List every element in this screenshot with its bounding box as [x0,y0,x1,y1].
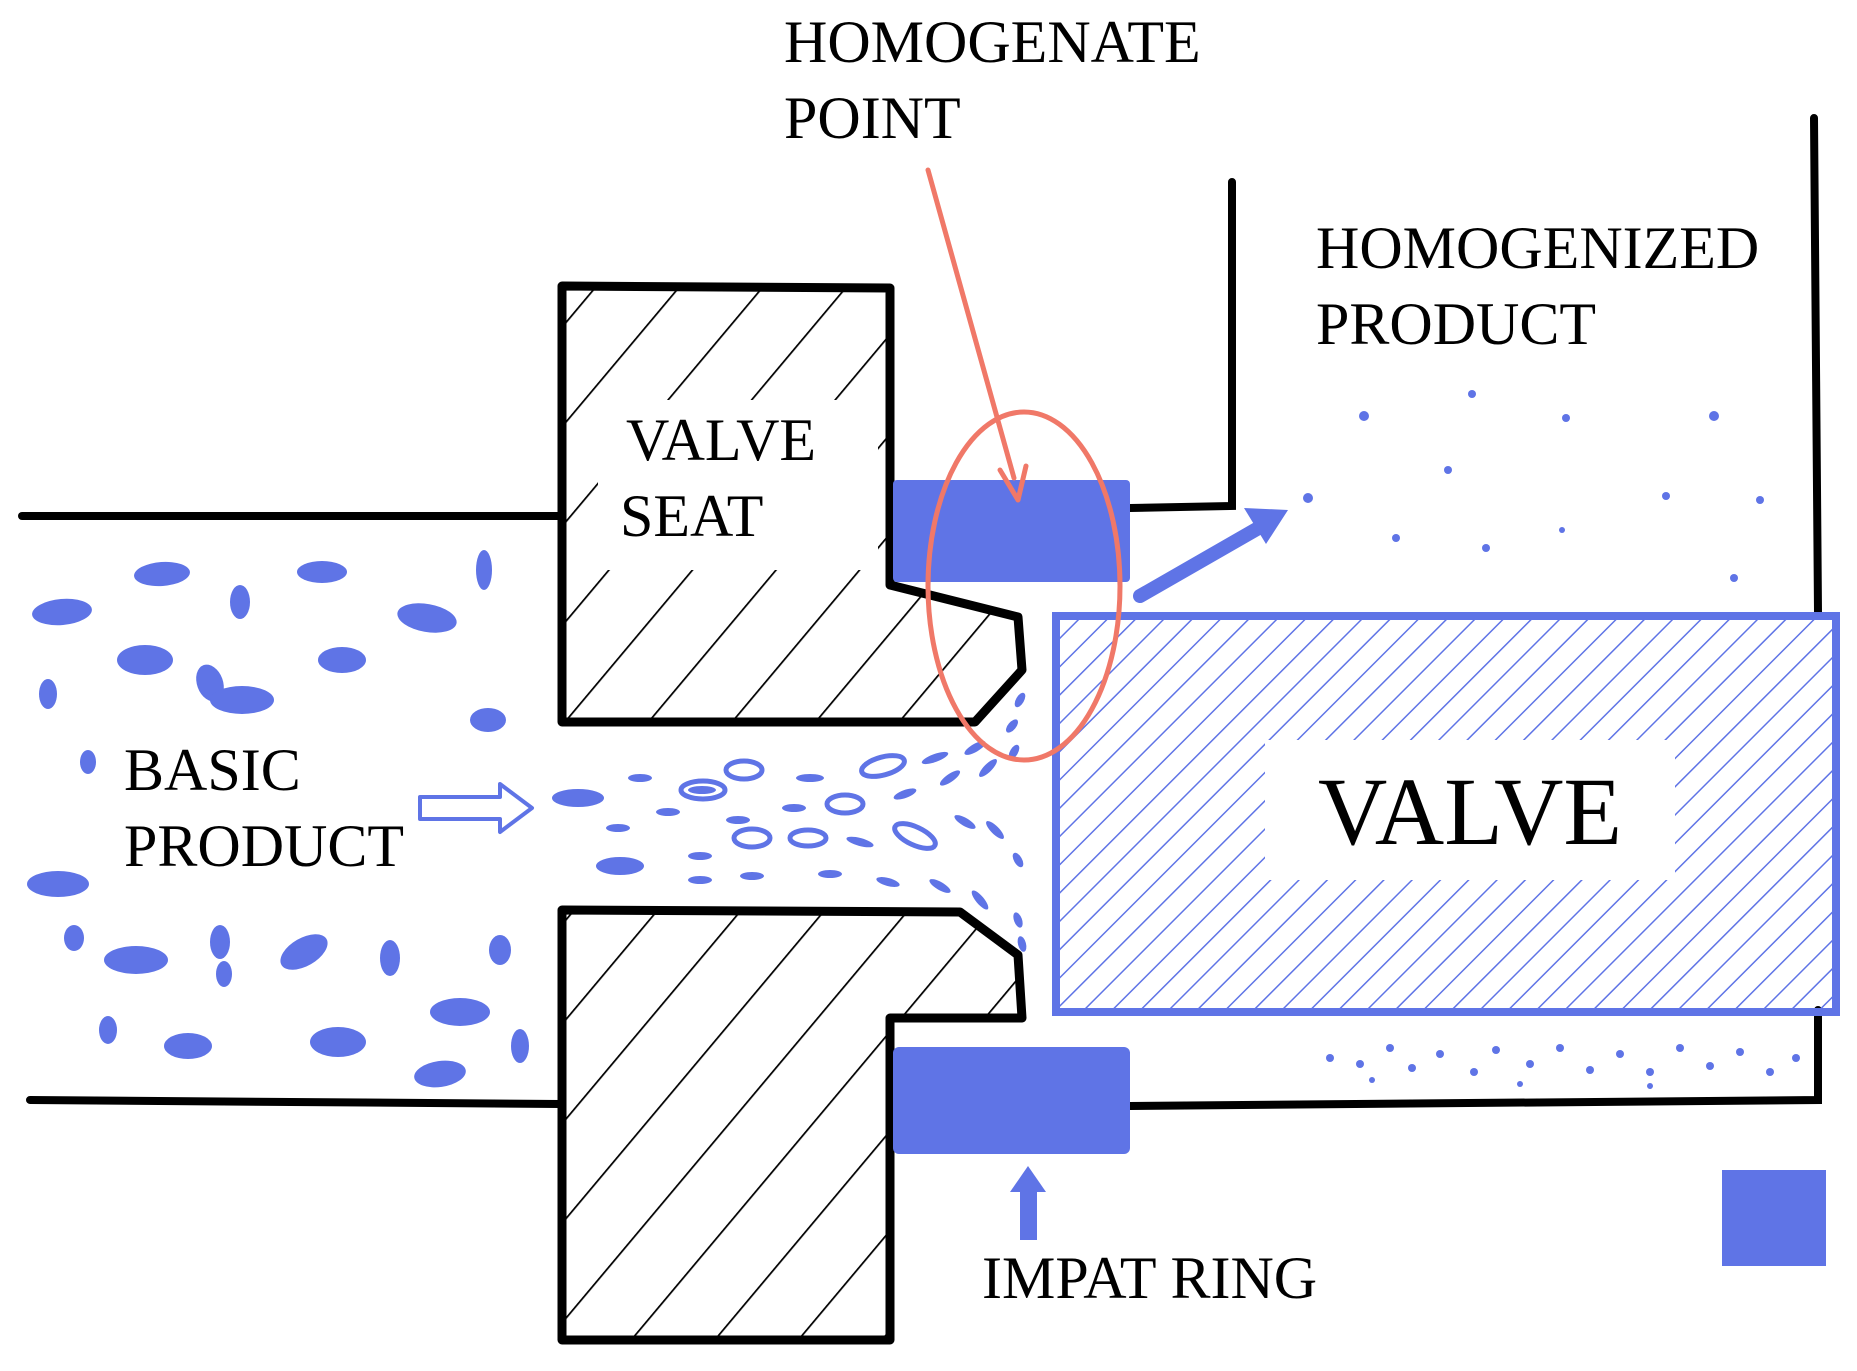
impact-ring-bottom [893,1047,1130,1154]
homogenate-point-label-line-2: POINT [784,85,961,151]
outlet-particles [1303,390,1800,1089]
valve-seat-label-line-2: SEAT [620,483,763,549]
basic-product-arrow [418,782,534,834]
flow-particles [596,692,1027,952]
outlet-housing-inner-wall [1126,178,1236,512]
inlet-particles [27,550,604,1088]
legend-square [1722,1170,1826,1266]
outlet-housing-right-wall [1810,114,1822,616]
valve-seat-bottom [557,905,1027,1345]
basic-product-label-line-2: PRODUCT [124,813,404,879]
impact-ring-top [893,480,1130,582]
impact-ring-label: IMPAT RING [982,1245,1317,1311]
homogenate-point-label-line-1: HOMOGENATE [784,9,1201,75]
homogenized-product-arrow [1133,508,1288,603]
outlet-housing [1126,114,1822,1110]
homogenate-point-highlight [925,167,1123,763]
valve-body [1052,612,1840,1016]
valve-seat-label-line-1: VALVE [626,407,816,473]
homogenized-product-label-line-2: PRODUCT [1316,291,1596,357]
valve-seat-top [557,281,1027,727]
inlet-pipe [18,512,564,1108]
basic-product-label-line-1: BASIC [124,737,301,803]
outlet-housing-bottom-wall [1126,1006,1822,1110]
valve-label: VALVE [1318,758,1622,865]
homogenized-product-label-line-1: HOMOGENIZED [1316,215,1759,281]
impact-ring-arrow [1010,1166,1046,1240]
inlet-pipe-bottom-wall [26,1096,564,1108]
